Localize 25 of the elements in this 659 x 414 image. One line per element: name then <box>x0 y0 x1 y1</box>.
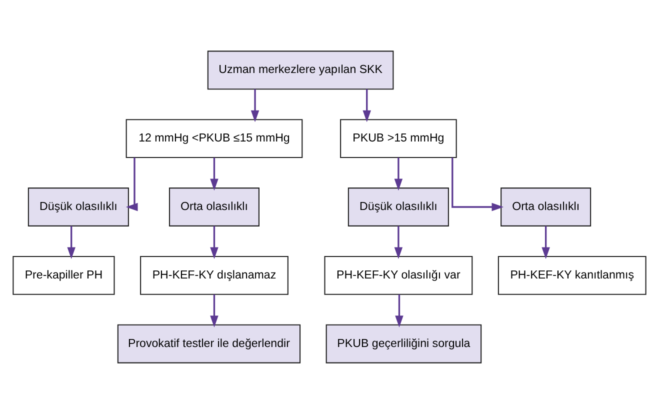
arrow <box>395 294 404 328</box>
arrow <box>394 158 403 191</box>
node-box: Provokatif testler ile değerlendir <box>117 324 301 364</box>
arrow <box>210 226 218 260</box>
node-box: Uzman merkezlere yapılan SKK <box>207 50 394 90</box>
node-box: PKUB >15 mmHg <box>340 119 457 158</box>
node-box: Pre-kapiller PH <box>12 256 115 295</box>
node-box: PKUB geçerliliğini sorgula <box>326 324 482 364</box>
arrow <box>67 226 76 260</box>
node-box: 12 mmHg <PKUB ≤15 mmHg <box>126 119 303 158</box>
node-box: Düşük olasılıklı <box>348 188 449 226</box>
node-box: PH-KEF-KY olasılığı var <box>324 256 473 295</box>
node-box: PH-KEF-KY dışlanamaz <box>140 256 288 295</box>
node-box: Orta olasılıklı <box>500 188 592 226</box>
arrow <box>362 89 371 122</box>
arrow <box>542 226 550 260</box>
node-box: Orta olasılıklı <box>168 188 260 226</box>
arrow <box>126 158 138 212</box>
arrow <box>210 158 218 191</box>
node-box: Düşük olasılıklı <box>28 188 129 226</box>
arrow <box>250 89 260 122</box>
node-box: PH-KEF-KY kanıtlanmış <box>498 256 646 295</box>
arrow <box>394 226 403 260</box>
arrow <box>210 294 218 328</box>
arrow <box>452 158 504 212</box>
